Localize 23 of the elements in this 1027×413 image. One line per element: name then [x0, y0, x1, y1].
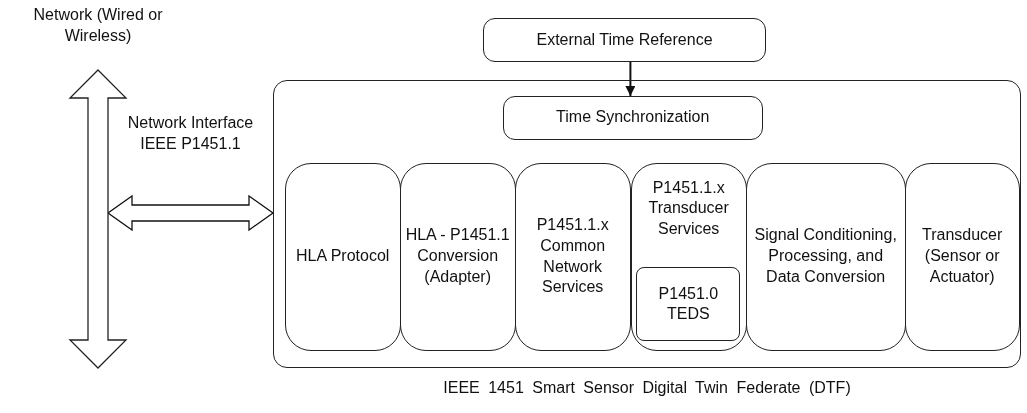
double-block-arrow [106, 194, 275, 232]
box-text: Signal Conditioning, Processing, and Data Conversion [753, 225, 898, 288]
box-text: P1451.1.x Transducer Services [647, 177, 730, 240]
box-text: External Time Reference [535, 29, 714, 50]
container-caption: IEEE 1451 Smart Sensor Digital Twin Federate (DTF) [442, 378, 852, 398]
box-text: HLA Protocol [295, 246, 391, 267]
box-text: P1451.1.x Common Network Services [535, 215, 610, 298]
federate-container [273, 80, 1021, 368]
component-box [483, 18, 766, 62]
component-box [502, 95, 763, 140]
arrow [625, 61, 636, 97]
component-box [745, 162, 906, 351]
component-box [514, 162, 631, 351]
double-arrow [70, 70, 126, 368]
component-box [399, 162, 516, 351]
box-text: Time Synchronization [555, 107, 711, 128]
component-box [904, 162, 1020, 351]
component-box [630, 162, 747, 351]
box-text: P1451.0 TEDS [657, 283, 720, 325]
component-box [284, 162, 401, 351]
teds-box [636, 267, 741, 342]
box-text: HLA - P1451.1 Conversion (Adapter) [404, 225, 511, 288]
box-text: Transducer (Sensor or Actuator) [921, 225, 1004, 288]
